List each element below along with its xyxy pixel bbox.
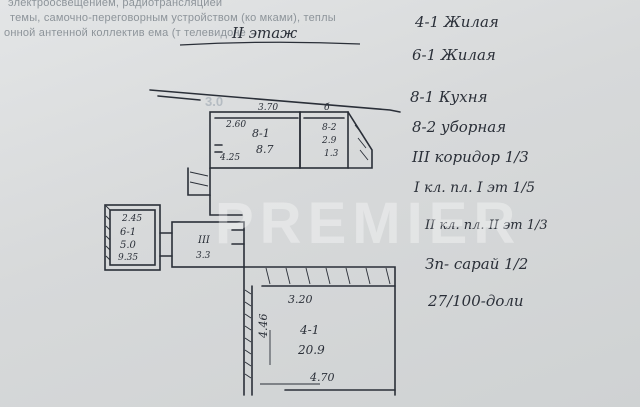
room-6-1-side: 9.35 — [118, 253, 139, 263]
legend-item-7: II кл. пл. II эт 1/3 — [425, 218, 548, 233]
watermark: PREMIER — [215, 191, 522, 256]
room-8-1-number: 8-1 — [252, 127, 270, 140]
room-4-1-width: 3.20 — [288, 293, 313, 306]
room-8-1-side: 4.25 — [220, 153, 241, 163]
legend-item-4: 8-2 уборная — [412, 118, 507, 136]
printed-line-1: электроосвещением, радиотрансляцией — [8, 0, 223, 9]
room-8-1-area: 8.7 — [256, 143, 274, 156]
legend-item-9: 27/100-доли — [428, 292, 524, 310]
printed-line-2: темы, самочно-переговорным устройством (… — [10, 12, 336, 24]
corridor-area: 3.3 — [196, 251, 211, 261]
room-4-1-area: 20.9 — [298, 343, 325, 357]
room-8-1-height: 2.60 — [226, 120, 247, 130]
legend-item-1: 4-1 Жилая — [415, 13, 499, 31]
legend-item-8: Зп- сарай 1/2 — [425, 255, 529, 273]
room-4-1-number: 4-1 — [300, 323, 320, 337]
legend-item-5: III коридор 1/3 — [412, 148, 529, 166]
room-6-1-number: 6-1 — [120, 227, 137, 238]
room-4-1-height: 4.46 — [257, 313, 270, 339]
room-8-1-width: 3.70 — [258, 103, 279, 113]
room-8-2-number: 8-2 — [322, 123, 337, 133]
corridor-number: III — [198, 235, 210, 246]
room-6-1-dim: 2.45 — [122, 214, 143, 224]
room-8-2-dim: 2.9 — [322, 136, 337, 146]
legend-item-6: I кл. пл. I эт 1/5 — [414, 180, 536, 196]
printed-line-3: онной антенной коллектив ема (т телевидо… — [4, 27, 246, 39]
stamp-number: 3.0 — [205, 94, 224, 109]
floor-title: II этаж — [232, 24, 298, 42]
room-8-2-top: б — [324, 103, 330, 113]
room-4-1-bottom: 4.70 — [310, 371, 335, 384]
room-6-1-area: 5.0 — [120, 240, 136, 251]
legend-item-3: 8-1 Кухня — [410, 88, 488, 106]
room-8-2-area: 1.3 — [324, 149, 339, 159]
legend-item-2: 6-1 Жилая — [412, 46, 496, 64]
